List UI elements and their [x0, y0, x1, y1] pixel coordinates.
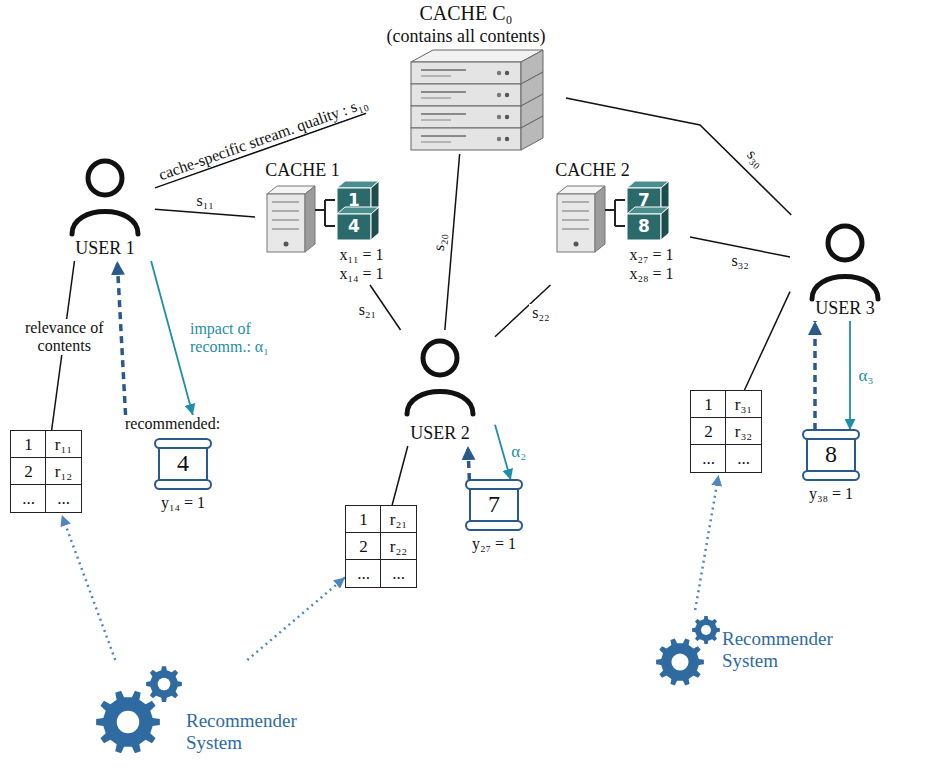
- cache-text: CACHE 2: [545, 160, 640, 181]
- scroll-text: recommended:: [125, 415, 235, 433]
- table-cell: r₃₁: [725, 390, 762, 419]
- scroll-text: 4: [155, 439, 211, 489]
- table-cell: 2: [345, 532, 382, 561]
- scroll-text: y₂₇ = 1: [458, 535, 530, 553]
- bigserver-text: CACHE C₀: [366, 2, 566, 25]
- scroll-text: 7: [466, 480, 522, 530]
- gear-text: Recommender System: [186, 710, 326, 754]
- dot-arrow: [247, 577, 345, 660]
- user-text: USER 2: [385, 423, 495, 444]
- relevance-table: 1r₁₁2r₁₂......: [10, 430, 82, 515]
- recommender-system: Recommender System: [650, 610, 835, 695]
- user-node: USER 3: [790, 215, 900, 321]
- scroll-text: y₁₄ = 1: [145, 494, 221, 512]
- link-line: [745, 292, 791, 390]
- table-cell: 1: [10, 430, 47, 459]
- bigserver-text: (contains all contents): [366, 26, 566, 47]
- edge-label: s₂₀: [429, 230, 449, 255]
- edge-label: s₃₀: [741, 143, 771, 173]
- cache-text: x₁₄ = 1: [323, 265, 400, 283]
- edge-label: s₁₁: [194, 192, 217, 210]
- table-cell: ...: [725, 444, 762, 473]
- link-line: [155, 113, 366, 188]
- user-node: USER 2: [385, 330, 495, 446]
- recommender-system: Recommender System: [88, 660, 328, 765]
- table-cell: ...: [45, 484, 82, 513]
- scroll-text: y₃₈ = 1: [795, 485, 867, 503]
- table-cell: r₂₁: [380, 505, 417, 534]
- dash-arrow: [813, 321, 817, 430]
- edge-label: s₂₂: [529, 304, 552, 322]
- cache-text: 4: [337, 214, 371, 240]
- cache-text: 8: [627, 214, 661, 240]
- table-cell: r₂₂: [380, 532, 417, 561]
- table-cell: r₃₂: [725, 417, 762, 446]
- table-cell: r₁₁: [45, 430, 82, 459]
- cache-text: 1: [337, 188, 371, 214]
- table-cell: 2: [690, 417, 727, 446]
- table-cell: ...: [690, 444, 727, 473]
- recommendation-scroll: 7 y₂₇ = 1: [458, 480, 530, 560]
- edge-label: relevance of contents: [16, 319, 112, 356]
- dot-arrow: [695, 475, 718, 610]
- table-cell: r₁₂: [45, 457, 82, 486]
- dash-arrow: [117, 261, 125, 415]
- edge-label: α₂: [508, 442, 529, 462]
- link-line: [392, 446, 408, 505]
- teal-arrow: [849, 321, 851, 430]
- bigserver-icon: [366, 2, 566, 154]
- user-node: USER 1: [55, 150, 155, 261]
- edge-label: impact of recomm.: α₁: [187, 320, 289, 357]
- cache-text: x₂₈ = 1: [613, 265, 690, 283]
- recommendation-scroll: 8 y₃₈ = 1: [795, 430, 867, 510]
- cache-text: x₁₁ = 1: [323, 246, 400, 264]
- edge-label: s₃₂: [729, 252, 752, 270]
- edge-cache: CACHE 1 14 x₁₁ = 1x₁₄ = 1: [255, 160, 400, 285]
- edge-cache: CACHE 2 78 x₂₇ = 1x₂₈ = 1: [545, 160, 690, 285]
- origin-cache: CACHE C₀(contains all contents): [366, 2, 566, 154]
- table-cell: 1: [345, 505, 382, 534]
- edge-label: α₃: [856, 366, 877, 386]
- gear-text: Recommender System: [722, 628, 835, 672]
- table-cell: ...: [10, 484, 47, 513]
- cache-text: x₂₇ = 1: [613, 246, 690, 264]
- table-cell: 1: [690, 390, 727, 419]
- cache-text: 7: [627, 188, 661, 214]
- user-text: USER 3: [790, 298, 900, 319]
- scroll-text: 8: [803, 430, 859, 480]
- edge-label: s₂₁: [356, 301, 379, 319]
- relevance-table: 1r₃₁2r₃₂......: [690, 390, 762, 475]
- user-text: USER 1: [55, 238, 155, 259]
- table-cell: ...: [380, 559, 417, 588]
- cache-text: CACHE 1: [255, 160, 350, 181]
- dash-arrow: [468, 446, 469, 480]
- table-cell: 2: [10, 457, 47, 486]
- table-cell: ...: [345, 559, 382, 588]
- relevance-table: 1r₂₁2r₂₂......: [345, 505, 417, 590]
- recommendation-scroll: recommended: 4 y₁₄ = 1: [125, 415, 235, 525]
- dot-arrow: [62, 515, 115, 660]
